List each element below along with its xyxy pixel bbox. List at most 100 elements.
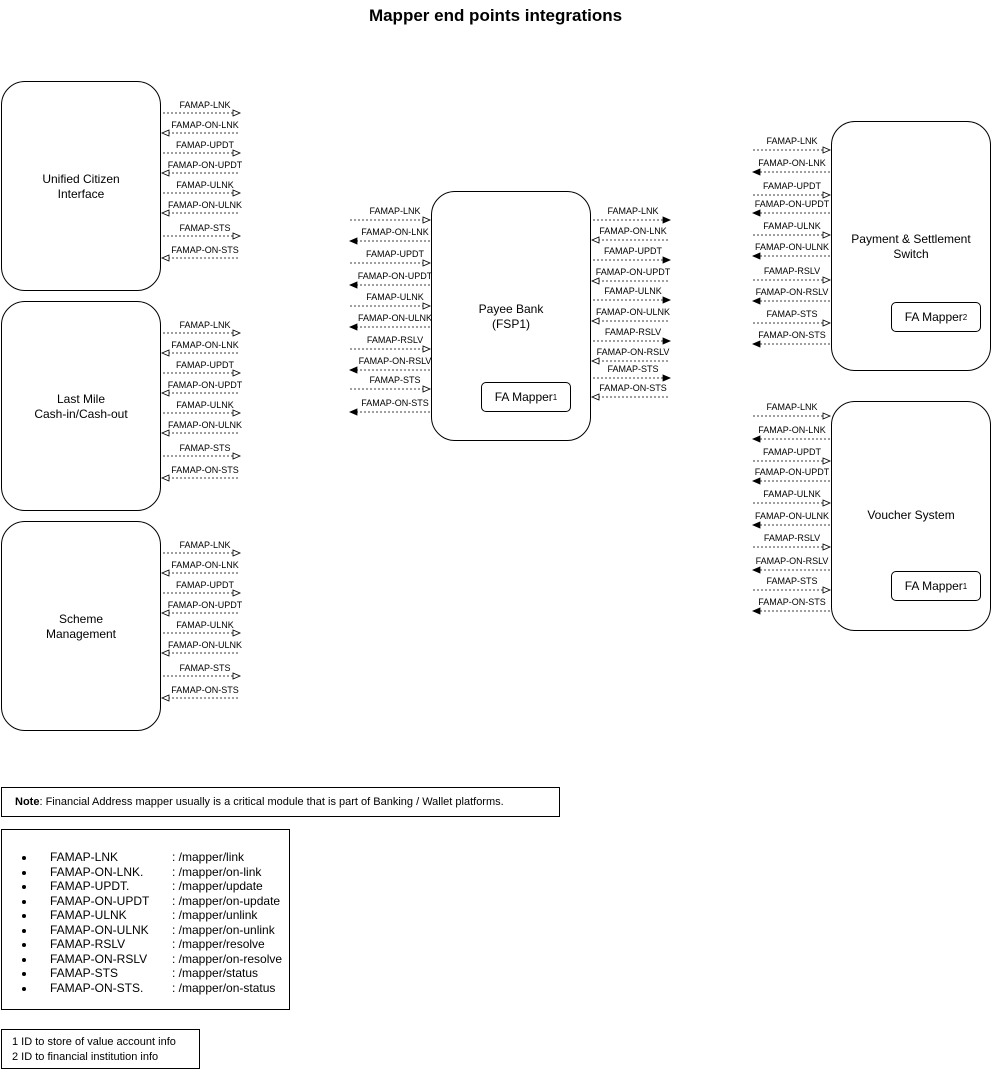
edge-label: FAMAP-RSLV [604, 327, 662, 337]
legend-path: : /mapper/on-link [172, 864, 262, 879]
callback-arrow [751, 435, 830, 443]
callback-arrow [590, 236, 668, 244]
request-arrow [753, 231, 832, 239]
request-arrow [593, 216, 672, 224]
callback-arrow [160, 569, 238, 577]
legend-code: FAMAP-ON-LNK. [50, 864, 144, 879]
callback-arrow [751, 607, 830, 615]
edge-label: FAMAP-ON-UPDT [754, 467, 830, 477]
legend-path: : /mapper/on-update [172, 893, 281, 908]
request-arrow [593, 256, 672, 264]
callback-arrow [160, 474, 238, 482]
callback-arrow [160, 169, 238, 177]
request-arrow [593, 374, 672, 382]
legend-path: : /mapper/on-status [172, 980, 276, 995]
legend-code: FAMAP-ON-STS. [50, 980, 144, 995]
request-arrow [753, 191, 832, 199]
edge-label: FAMAP-ON-STS [361, 398, 429, 408]
edge-label: FAMAP-ULNK [763, 221, 821, 231]
edge-label: FAMAP-LNK [766, 402, 818, 412]
request-arrow [163, 232, 242, 240]
edge-label: FAMAP-UPDT [175, 360, 235, 370]
footnote-1: 1 ID to store of value account info [12, 1036, 176, 1048]
node-label-line2: (FSP1) [491, 317, 530, 331]
legend-path: : /mapper/resolve [172, 937, 265, 951]
callback-arrow [160, 429, 238, 437]
edge-label: FAMAP-ON-UPDT [595, 267, 671, 277]
callback-arrow [751, 521, 830, 529]
edge-label: FAMAP-ON-LNK [361, 227, 429, 237]
callback-arrow [160, 694, 238, 702]
edge-label: FAMAP-UPDT [603, 246, 663, 256]
node-unified-citizen-interface[interactable]: Unified Citizen Interface [1, 81, 161, 291]
edge-label: FAMAP-ON-RSLV [755, 556, 829, 566]
note-bold: Note [15, 796, 40, 808]
edge-label: FAMAP-UPDT [365, 249, 425, 259]
callback-arrow [348, 323, 430, 331]
request-arrow [350, 385, 432, 393]
callback-arrow [160, 349, 238, 357]
request-arrow [163, 149, 242, 157]
edge-label: FAMAP-LNK [179, 320, 231, 330]
edge-label: FAMAP-RSLV [763, 266, 821, 276]
edge-label: FAMAP-ON-UPDT [167, 380, 243, 390]
edge-label: FAMAP-ULNK [763, 489, 821, 499]
edge-label: FAMAP-ULNK [604, 286, 662, 296]
legend-code: FAMAP-RSLV [50, 937, 126, 951]
edge-label: FAMAP-ULNK [176, 620, 234, 630]
callback-arrow [348, 366, 430, 374]
callback-arrow [590, 317, 668, 325]
legend-path: : /mapper/status [172, 966, 259, 980]
note-box: Note: Financial Address mapper usually i… [1, 787, 560, 817]
edge-label: FAMAP-ON-LNK [171, 120, 239, 130]
edge-label: FAMAP-LNK [179, 100, 231, 110]
edge-label: FAMAP-LNK [766, 136, 818, 146]
fa-mapper-sup: 1 [552, 392, 558, 402]
callback-arrow [590, 393, 668, 401]
edge-label: FAMAP-ON-STS [171, 465, 239, 475]
node-scheme-management[interactable]: Scheme Management [1, 521, 161, 731]
edge-label: FAMAP-RSLV [366, 335, 424, 345]
edge-label: FAMAP-ON-STS [171, 245, 239, 255]
request-arrow [163, 589, 242, 597]
node-label-line1: Voucher System [867, 508, 955, 522]
edge-label: FAMAP-LNK [179, 540, 231, 550]
edge-label: FAMAP-ON-ULNK [357, 313, 433, 323]
edge-label: FAMAP-LNK [369, 206, 421, 216]
node-label-line1: Payee Bank [478, 302, 544, 316]
node-last-mile[interactable]: Last Mile Cash-in/Cash-out [1, 301, 161, 511]
edge-label: FAMAP-ULNK [176, 400, 234, 410]
request-arrow [593, 337, 672, 345]
callback-arrow [348, 408, 430, 416]
callback-arrow [160, 254, 238, 262]
request-arrow [163, 549, 242, 557]
callback-arrow [348, 281, 430, 289]
legend-code: FAMAP-LNK [50, 850, 119, 864]
edge-label: FAMAP-RSLV [763, 533, 821, 543]
request-arrow [753, 412, 832, 420]
edge-label: FAMAP-ON-LNK [758, 158, 826, 168]
callback-arrow [160, 609, 238, 617]
edge-label: FAMAP-LNK [607, 206, 659, 216]
request-arrow [753, 146, 832, 154]
callback-arrow [751, 297, 830, 305]
callback-arrow [160, 129, 238, 137]
legend-code: FAMAP-ULNK [50, 908, 127, 922]
footnotes: 1 ID to store of value account info 2 ID… [1, 1029, 200, 1069]
request-arrow [163, 189, 242, 197]
request-arrow [163, 629, 242, 637]
callback-arrow [751, 209, 830, 217]
edge-label: FAMAP-ON-STS [758, 330, 826, 340]
callback-arrow [160, 209, 238, 217]
edge-label: FAMAP-ON-RSLV [596, 347, 670, 357]
legend-path: : /mapper/link [172, 850, 245, 864]
node-label-line2: Management [45, 627, 117, 641]
edge-label: FAMAP-UPDT [175, 580, 235, 590]
